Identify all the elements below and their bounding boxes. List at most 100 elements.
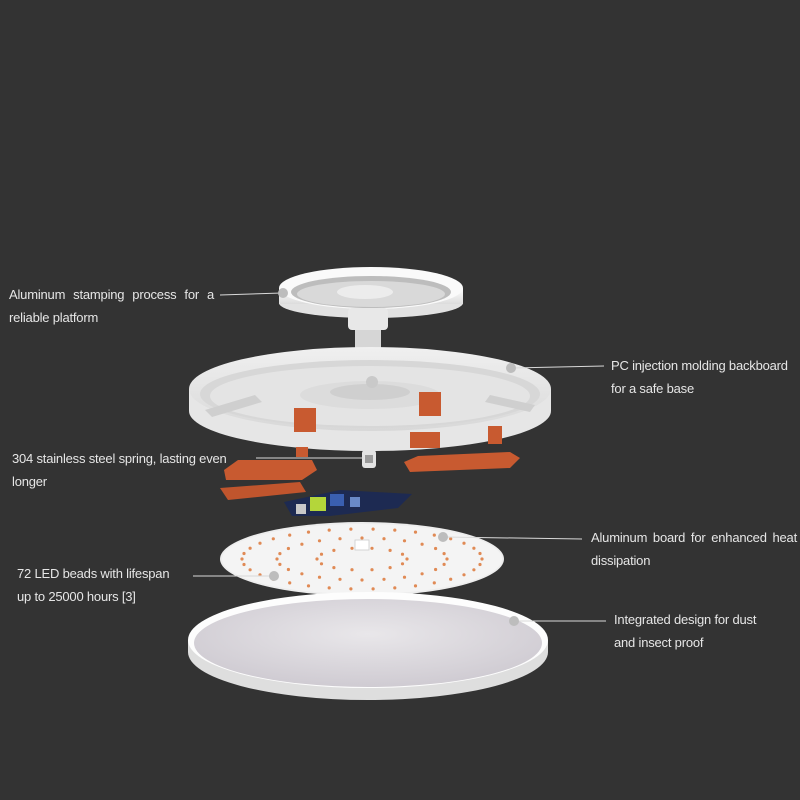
led-bead [382,537,386,541]
led-bead [300,572,304,576]
led-bead [370,568,374,572]
led-bead [472,546,476,550]
diffuser-cover [188,592,548,700]
label-spring-line1: 304 stainless steel spring, lasting even [12,451,227,466]
led-bead [300,542,304,546]
led-bead [288,533,292,537]
led-bead [349,587,353,591]
led-bead [393,586,397,590]
led-bead [413,584,418,588]
led-bead [360,536,364,540]
led-bead [286,567,290,572]
label-led-beads-line2: up to 25000 hours [3] [17,589,136,604]
led-bead [278,552,282,556]
leader-line-stamping [219,292,283,296]
pc-backboard [189,347,551,451]
led-bead [462,573,466,577]
label-aluminum-stamping: Aluminum stamping process for a reliable… [9,283,214,329]
led-bead [478,562,482,567]
led-bead [400,552,405,556]
led-bead [480,557,484,561]
led-bead [248,546,252,550]
led-bead [338,577,342,581]
led-bead [393,528,397,532]
callout-dot-backboard [506,363,516,373]
label-aluminum-stamping-line1: Aluminum stamping process for a [9,287,214,302]
leader-line-aluminum-board [443,536,583,540]
callout-dot-stamping [278,288,288,298]
label-led-beads-line1: 72 LED beads with lifespan [17,566,170,581]
led-bead [449,537,453,541]
led-bead [402,575,407,579]
led-bead [472,568,476,572]
led-bead [349,527,353,531]
led-bead [319,562,324,566]
led-bead [382,577,386,581]
callout-dot-led [269,571,279,581]
led-bead [286,546,290,551]
led-bead [327,528,331,532]
led-bead [319,552,324,556]
label-pc-backboard-line1: PC injection molding backboard [611,358,788,373]
callout-dot-integrated [509,616,519,626]
label-aluminum-board-line1: Aluminum board for enhanced heat [591,530,797,545]
label-spring-line2: longer [12,474,47,489]
led-bead [388,566,392,570]
led-beads [240,527,484,591]
orange-brackets [220,447,520,500]
led-bead [434,546,438,551]
led-bead [442,552,446,556]
led-bead [432,533,436,537]
driver-board [284,490,412,516]
callout-dots [269,288,519,626]
led-bead [306,530,311,534]
led-bead [420,572,424,576]
label-led-beads: 72 LED beads with lifespan up to 25000 h… [17,562,217,608]
label-aluminum-board: Aluminum board for enhanced heat dissipa… [591,526,797,572]
led-bead [405,557,409,561]
led-bead [370,546,374,550]
led-bead [327,586,331,590]
mounting-plate [279,267,463,348]
led-bead [400,562,405,566]
led-bead [258,541,262,545]
led-bead [271,537,275,541]
led-bead [434,567,438,572]
led-bead [242,551,246,556]
led-bead [242,562,246,567]
leader-lines [193,292,606,622]
steel-spring [362,450,376,468]
label-spring: 304 stainless steel spring, lasting even… [12,447,252,493]
label-aluminum-stamping-line2: reliable platform [9,310,99,325]
led-bead [371,527,375,531]
label-pc-backboard: PC injection molding backboard for a saf… [611,354,796,400]
led-bead [332,548,336,553]
led-bead [332,566,336,570]
led-bead [240,557,244,561]
led-bead [442,562,446,567]
led-bead [350,568,354,572]
label-integrated-line2: and insect proof [614,635,704,650]
led-bead [306,584,311,588]
label-aluminum-board-line2: dissipation [591,553,651,568]
led-bead [402,539,407,543]
led-bead [248,568,252,572]
led-bead [478,551,482,556]
led-bead [413,530,418,534]
label-pc-backboard-line2: for a safe base [611,381,694,396]
led-bead [432,581,436,585]
led-bead [420,542,424,546]
led-bead [445,557,449,561]
leader-line-backboard [511,365,605,369]
led-bead [317,575,322,579]
led-bead [315,557,319,561]
led-bead [449,577,453,581]
led-bead [371,587,375,591]
led-bead [462,541,466,545]
label-integrated: Integrated design for dust and insect pr… [614,608,794,654]
led-bead [388,548,392,553]
led-bead [360,578,364,582]
led-bead [350,546,354,550]
led-bead [275,557,279,561]
